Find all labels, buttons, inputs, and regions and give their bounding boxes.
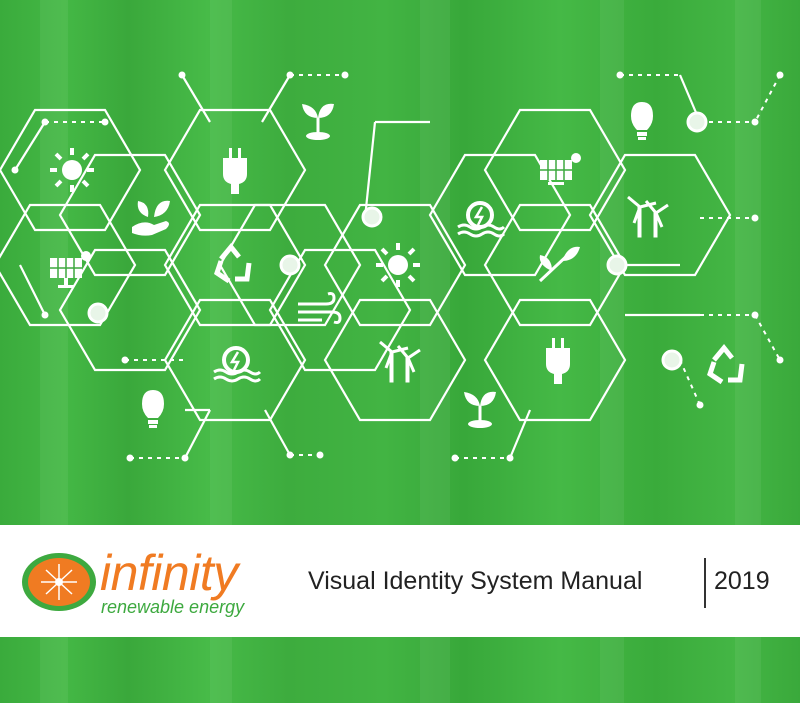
solar-panel-icon: [50, 251, 91, 288]
light-bulb-icon: [142, 390, 164, 428]
title-band: [0, 525, 800, 637]
title-divider: [704, 558, 706, 608]
sun-icon: [50, 148, 94, 192]
recycle-icon: [707, 344, 745, 385]
document-title: Visual Identity System Manual: [308, 567, 643, 595]
light-bulb-icon: [631, 102, 653, 140]
hexagon-network-illustration: [0, 71, 784, 462]
plug-icon: [223, 148, 247, 194]
brand-tagline: renewable energy: [101, 597, 245, 617]
wind-icon: [298, 292, 342, 324]
hydro-power-icon: [457, 201, 506, 238]
recycle-icon: [214, 243, 252, 284]
solar-panel-icon: [540, 153, 581, 185]
plug-icon: [546, 338, 570, 384]
seedling-icon: [464, 391, 496, 428]
solid-connectors: [14, 74, 702, 459]
document-year: 2019: [714, 567, 770, 595]
hydro-power-icon: [213, 346, 262, 383]
connector-dots: [11, 71, 784, 462]
sun-icon: [376, 243, 420, 287]
leaf-branch-icon: [538, 246, 580, 283]
infinity-logo-icon: [22, 553, 96, 611]
wind-turbine-icon: [627, 195, 669, 238]
wind-turbine-icon: [379, 340, 421, 383]
ring-nodes: [87, 111, 708, 371]
seedling-icon: [302, 103, 334, 140]
dotted-connectors: [45, 74, 781, 459]
hand-leaf-icon: [132, 200, 170, 236]
brand-name: infinity: [100, 545, 238, 601]
